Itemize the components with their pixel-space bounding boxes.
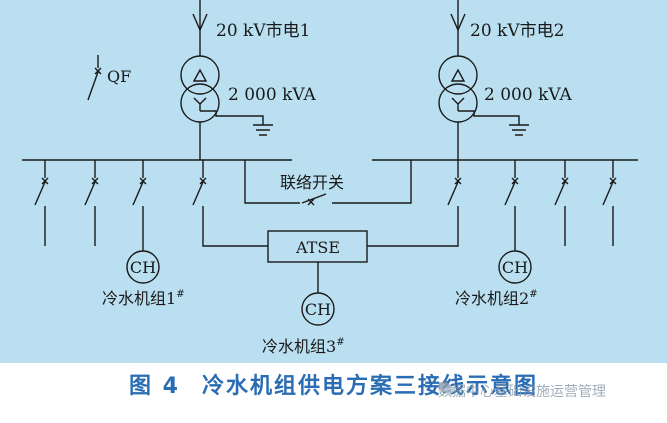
tie-switch-label: 联络开关 xyxy=(280,173,344,192)
ground-1-icon xyxy=(253,124,273,136)
tie-switch-blade xyxy=(301,193,327,204)
breaker-icon xyxy=(84,160,99,246)
chiller-1-label: 冷水机组1# xyxy=(102,289,185,308)
chiller-2-symbol-label: CH xyxy=(502,258,528,277)
chiller-3-label: 冷水机组3# xyxy=(262,337,345,356)
transformer-2-neutral xyxy=(458,110,520,125)
ground-2-icon xyxy=(509,124,529,136)
atse-label: ATSE xyxy=(295,238,340,257)
breaker-icon xyxy=(132,160,147,246)
breaker-icon xyxy=(602,160,617,246)
breaker-icon xyxy=(34,160,49,246)
wechat-icon xyxy=(438,381,454,395)
watermark-text: 数据中心基础设施运营管理 xyxy=(438,384,606,400)
diagram-background xyxy=(0,0,667,363)
chiller-3-symbol xyxy=(301,292,335,326)
chiller-1-symbol-label: CH xyxy=(130,258,156,277)
breaker-icon xyxy=(554,160,569,246)
delta-icon xyxy=(450,68,466,82)
breaker-legend-icon xyxy=(87,55,102,101)
watermark: 数据中心基础设施运营管理 xyxy=(438,381,606,401)
transformer-2-primary xyxy=(438,55,478,95)
atse-feeds xyxy=(192,160,462,293)
chiller-2-label: 冷水机组2# xyxy=(455,289,538,308)
wye-icon xyxy=(193,97,207,111)
breaker-legend-label: QF xyxy=(107,67,131,86)
caption-band xyxy=(0,363,667,423)
transformer-1-neutral xyxy=(200,110,264,125)
transformer-2-rating: 2 000 kVA xyxy=(484,85,572,105)
wye-icon xyxy=(451,97,465,111)
figure-number: 图 4 xyxy=(129,374,180,399)
feed-2-label: 20 kV市电2 xyxy=(470,21,564,41)
feed-2 xyxy=(438,0,529,160)
chiller-3-symbol-label: CH xyxy=(305,300,331,319)
figure-caption: 图 4 冷水机组供电方案三接线示意图 xyxy=(0,368,667,400)
bus-1-breakers xyxy=(34,160,147,246)
delta-icon xyxy=(192,68,208,82)
transformer-1-rating: 2 000 kVA xyxy=(228,85,316,105)
breaker-icon xyxy=(192,160,268,247)
transformer-1-primary xyxy=(180,55,220,95)
chiller-2-symbol xyxy=(498,250,532,284)
breaker-icon xyxy=(504,160,519,246)
chiller-1-symbol xyxy=(126,250,160,284)
feed-1 xyxy=(180,0,273,160)
breaker-icon xyxy=(367,160,462,247)
feed-1-label: 20 kV市电1 xyxy=(216,21,310,41)
figure-title: 冷水机组供电方案三接线示意图 xyxy=(201,374,538,399)
bus-2-breakers xyxy=(504,160,617,246)
tie-switch xyxy=(244,160,412,206)
